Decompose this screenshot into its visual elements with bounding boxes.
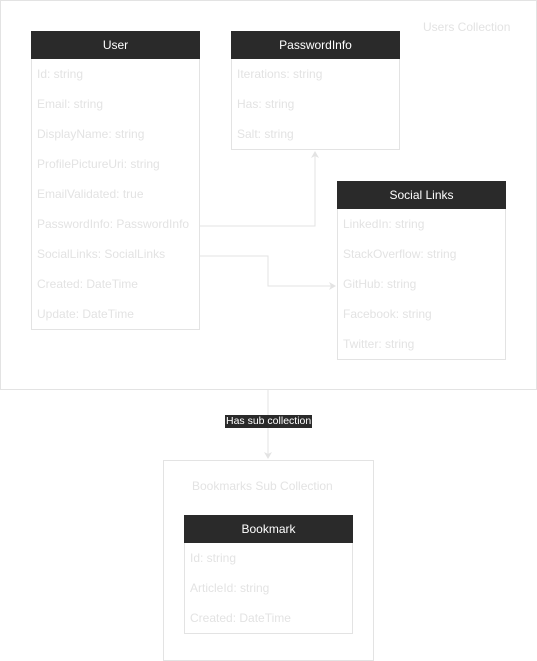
user-field-profilepictureuri: ProfilePictureUri: string: [37, 157, 160, 171]
sociallinks-entity[interactable]: Social Links LinkedIn: string StackOverf…: [337, 181, 506, 360]
passwordinfo-entity[interactable]: PasswordInfo Iterations: string Has: str…: [231, 31, 400, 150]
bookmark-field-created: Created: DateTime: [190, 611, 291, 625]
user-field-displayname: DisplayName: string: [37, 127, 145, 141]
bookmark-entity[interactable]: Bookmark Id: string ArticleId: string Cr…: [184, 515, 353, 634]
passwordinfo-field-iterations: Iterations: string: [237, 67, 323, 81]
user-field-email: Email: string: [37, 97, 104, 111]
user-field-emailvalidated: EmailValidated: true: [37, 187, 144, 201]
user-field-id: Id: string: [37, 67, 84, 81]
user-entity[interactable]: User Id: string Email: string DisplayNam…: [31, 31, 200, 330]
user-field-passwordinfo: PasswordInfo: PasswordInfo: [37, 217, 190, 231]
bookmarks-collection-title: Bookmarks Sub Collection: [192, 479, 333, 493]
bookmark-entity-header: Bookmark: [184, 515, 353, 543]
sociallinks-field-stackoverflow: StackOverflow: string: [343, 247, 457, 261]
bookmark-field-id: Id: string: [190, 551, 237, 565]
user-field-created: Created: DateTime: [37, 277, 138, 291]
users-collection-title: Users Collection: [423, 20, 511, 34]
user-field-sociallinks: SocialLinks: SocialLinks: [37, 247, 166, 261]
sociallinks-field-twitter: Twitter: string: [343, 337, 415, 351]
sociallinks-field-linkedin: LinkedIn: string: [343, 217, 425, 231]
passwordinfo-field-has: Has: string: [237, 97, 295, 111]
sociallinks-field-facebook: Facebook: string: [343, 307, 432, 321]
user-field-update: Update: DateTime: [37, 307, 134, 321]
sociallinks-entity-header: Social Links: [337, 181, 506, 209]
passwordinfo-field-salt: Salt: string: [237, 127, 294, 141]
bookmark-field-articleid: ArticleId: string: [190, 581, 270, 595]
passwordinfo-entity-header: PasswordInfo: [231, 31, 400, 59]
sociallinks-field-github: GitHub: string: [343, 277, 417, 291]
user-entity-header: User: [31, 31, 200, 59]
has-sub-collection-label: Has sub collection: [225, 415, 313, 428]
